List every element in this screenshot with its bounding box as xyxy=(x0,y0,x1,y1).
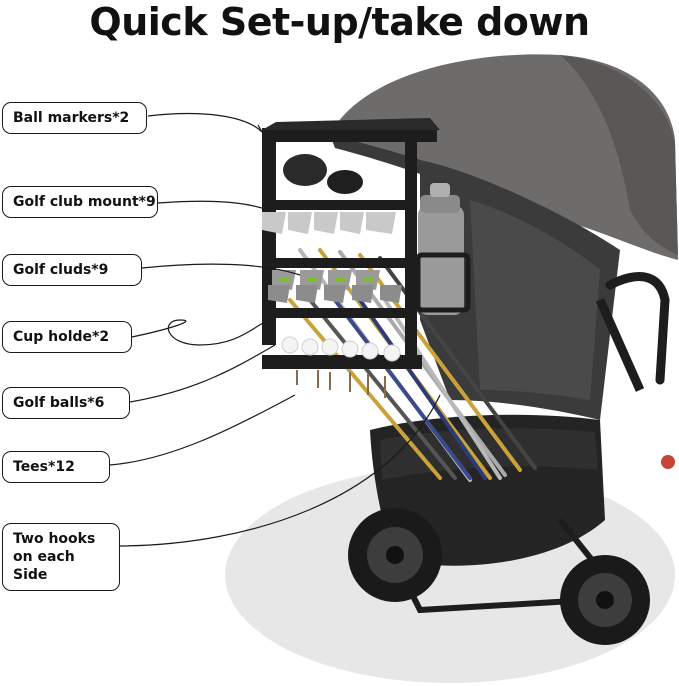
rear-wheel xyxy=(348,508,442,602)
callout-golf-club-mount: Golf club mount*9 xyxy=(2,186,158,218)
callout-lines xyxy=(109,112,441,547)
callout-two-hooks: Two hooks on each Side xyxy=(2,523,120,591)
logo-badge xyxy=(661,455,675,469)
cup-holder-bottle xyxy=(415,183,471,315)
callout-golf-balls: Golf balls*6 xyxy=(2,387,130,419)
page-title: Quick Set-up/take down xyxy=(89,0,590,44)
canopy xyxy=(330,54,678,260)
callout-tees: Tees*12 xyxy=(2,451,110,483)
golf-rack xyxy=(262,118,440,398)
callout-ball-markers: Ball markers*2 xyxy=(2,102,147,134)
callout-cup-holde: Cup holde*2 xyxy=(2,321,132,353)
front-wheel xyxy=(560,555,650,645)
callout-golf-cluds: Golf cluds*9 xyxy=(2,254,142,286)
